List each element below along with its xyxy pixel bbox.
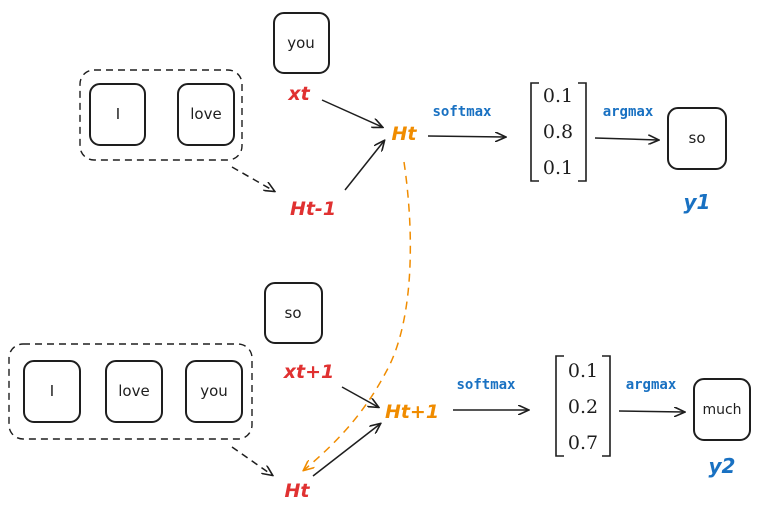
top-probability-3: 0.1 — [543, 157, 573, 179]
bottom-context-token-1: I — [23, 360, 81, 423]
bottom-output-token: much — [693, 378, 751, 441]
top-input-token: you — [273, 12, 330, 74]
recurrent-state-arrow — [304, 161, 412, 470]
top-argmax-arrow — [594, 138, 658, 140]
top-probability-1: 0.1 — [543, 85, 573, 107]
bottom-probability-3: 0.7 — [568, 432, 598, 454]
top-probability-vector: 0.1 0.8 0.1 — [530, 82, 587, 182]
bottom-output-label: y2 — [709, 454, 736, 478]
top-input-arrow — [321, 99, 382, 127]
bottom-input-token: so — [264, 282, 323, 344]
top-output-label: y1 — [684, 190, 711, 214]
top-context-group — [79, 69, 243, 161]
bottom-input-token-text: so — [285, 304, 302, 322]
bottom-context-token-2: love — [105, 360, 163, 423]
top-output-token: so — [667, 107, 727, 170]
top-context-token-1-text: I — [116, 105, 120, 123]
top-prev-state-arrow — [344, 141, 384, 191]
bottom-context-token-3-text: you — [200, 382, 228, 400]
top-softmax-label: softmax — [432, 104, 492, 120]
bottom-softmax-label: softmax — [456, 377, 516, 393]
top-output-token-text: so — [689, 129, 706, 147]
bottom-context-arrow — [231, 446, 272, 475]
bottom-prev-state-arrow — [312, 424, 380, 477]
top-probability-2: 0.8 — [543, 121, 573, 143]
bottom-output-token-text: much — [702, 402, 741, 418]
top-prev-state-label: Ht-1 — [290, 198, 336, 220]
bottom-context-token-2-text: love — [118, 382, 149, 400]
bottom-probability-1: 0.1 — [568, 360, 598, 382]
top-state-label: Ht — [392, 123, 418, 145]
top-argmax-label: argmax — [603, 104, 654, 120]
bottom-probability-vector: 0.1 0.2 0.7 — [555, 355, 611, 457]
bottom-context-group — [8, 343, 253, 440]
top-context-token-1: I — [89, 83, 146, 146]
bottom-prev-state-label: Ht — [285, 480, 311, 502]
bottom-context-token-1-text: I — [50, 382, 54, 400]
bottom-argmax-arrow — [618, 411, 684, 412]
top-context-token-2-text: love — [190, 105, 221, 123]
top-input-label: xt — [287, 83, 310, 105]
top-softmax-arrow — [427, 136, 505, 137]
bottom-input-label: xt+1 — [283, 361, 334, 383]
bottom-context-token-3: you — [185, 360, 243, 423]
bottom-input-arrow — [341, 386, 378, 407]
top-context-token-2: love — [177, 83, 235, 146]
bottom-argmax-label: argmax — [626, 377, 677, 393]
top-context-arrow — [231, 166, 274, 191]
bottom-state-label: Ht+1 — [385, 401, 439, 423]
top-input-token-text: you — [287, 34, 315, 52]
bottom-probability-2: 0.2 — [568, 396, 598, 418]
